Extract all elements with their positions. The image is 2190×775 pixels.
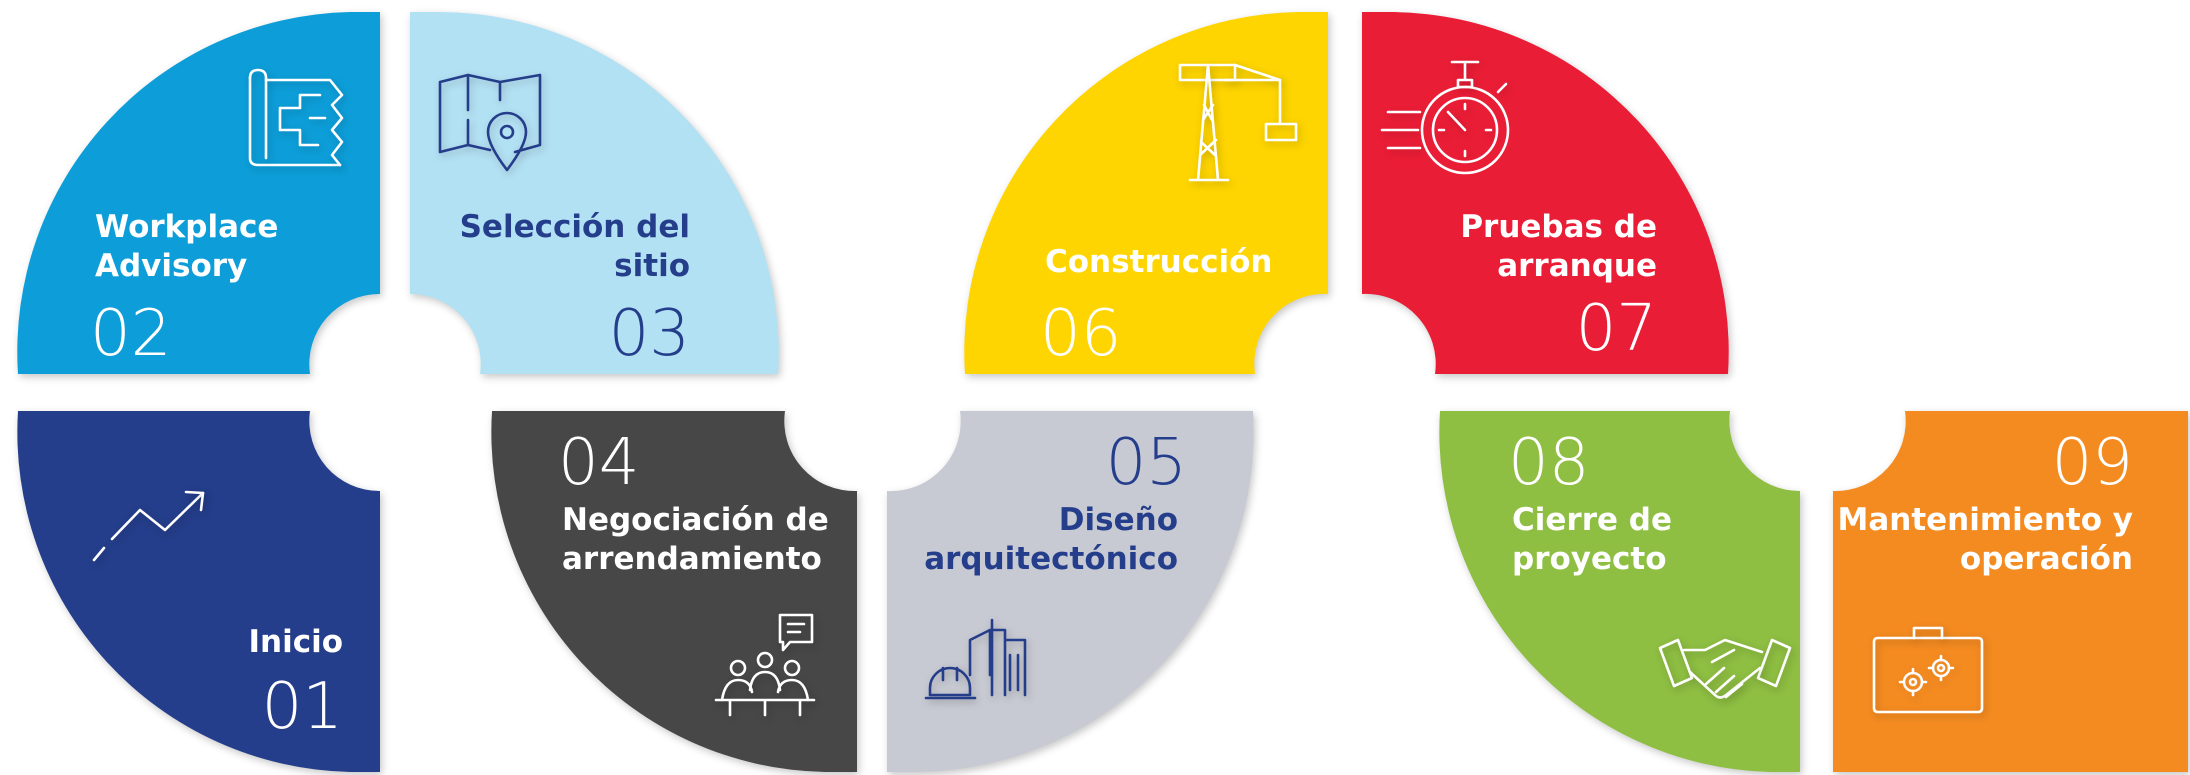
step-06-number: 06	[1040, 297, 1121, 371]
step-06-title-line1: Construcción	[1045, 244, 1273, 280]
step-05-title-line2: arquitectónico	[924, 541, 1178, 577]
step-01-title-line1: Inicio	[248, 624, 343, 660]
step-08-segment	[1439, 411, 1800, 772]
step-02-title-line1: Workplace	[95, 209, 278, 245]
stopwatch-icon	[1380, 60, 1510, 175]
step-02: Workplace Advisory 02	[17, 12, 381, 374]
step-05-segment	[887, 411, 1254, 772]
step-05-number: 05	[1106, 426, 1187, 500]
map-pin-icon	[438, 73, 542, 172]
step-03-title-line2: sitio	[614, 248, 690, 284]
blueprint-icon	[248, 68, 344, 167]
step-08-title-line2: proyecto	[1512, 541, 1667, 577]
step-06: Construcción 06	[964, 12, 1328, 374]
step-07-segment	[1362, 12, 1729, 374]
meeting-icon	[714, 613, 816, 717]
step-01: Inicio 01	[17, 411, 381, 772]
step-01-segment	[17, 411, 381, 772]
step-09-title-line1: Mantenimiento y	[1837, 502, 2133, 538]
step-04-segment	[491, 411, 857, 772]
toolbox-icon	[1872, 626, 1984, 714]
step-02-title-line2: Advisory	[95, 248, 247, 284]
step-07-number: 07	[1576, 292, 1657, 366]
step-09-title-line2: operación	[1960, 541, 2133, 577]
crane-icon	[1178, 63, 1298, 182]
step-09: Mantenimiento y operación 09	[1833, 411, 2188, 772]
step-08: Cierre de proyecto 08	[1439, 411, 1800, 772]
step-04-title-line1: Negociación de	[562, 502, 829, 538]
buildings-helmet-icon	[924, 618, 1027, 700]
handshake-icon	[1658, 638, 1792, 699]
trend-up-icon	[92, 490, 205, 562]
step-02-number: 02	[90, 297, 171, 371]
step-07-title-line1: Pruebas de	[1460, 209, 1657, 245]
step-08-title-line1: Cierre de	[1512, 502, 1672, 538]
step-02-segment	[17, 12, 381, 374]
step-09-number: 09	[2052, 426, 2133, 500]
step-08-number: 08	[1508, 426, 1589, 500]
step-04: Negociación de arrendamiento 04	[491, 411, 857, 772]
step-07-title-line2: arranque	[1497, 248, 1657, 284]
step-01-number: 01	[262, 670, 343, 744]
step-06-segment	[964, 12, 1328, 374]
step-09-segment	[1833, 411, 2188, 772]
step-07: Pruebas de arranque 07	[1362, 12, 1729, 374]
step-04-title-line2: arrendamiento	[562, 541, 822, 577]
step-05-title-line1: Diseño	[1059, 502, 1178, 538]
step-05: Diseño arquitectónico 05	[887, 411, 1254, 772]
step-03: Selección del sitio 03	[410, 12, 779, 374]
step-03-title-line1: Selección del	[460, 209, 690, 245]
step-03-number: 03	[609, 297, 690, 371]
step-04-number: 04	[558, 426, 639, 500]
step-03-segment	[410, 12, 779, 374]
